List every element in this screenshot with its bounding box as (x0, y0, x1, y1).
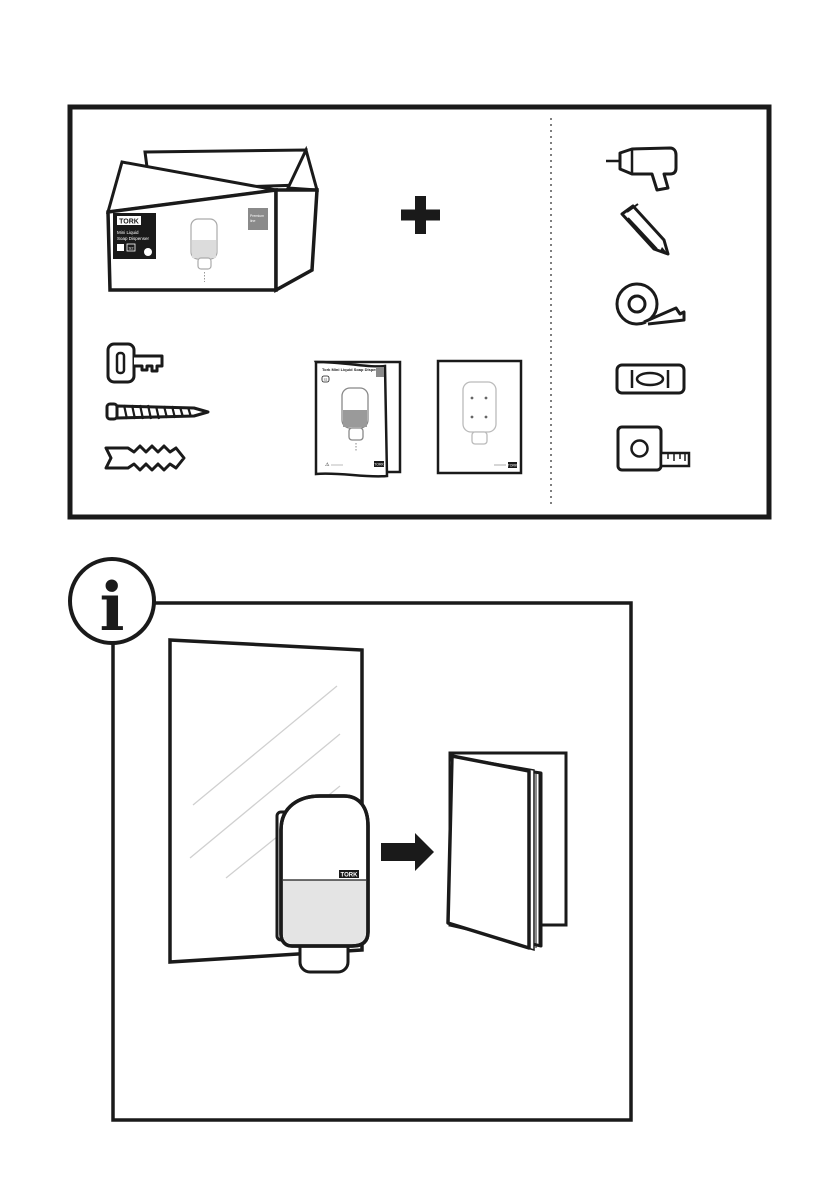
soap-dispenser-illustration: TORK (277, 796, 368, 972)
svg-text:⚠: ⚠ (325, 462, 330, 468)
drill-icon (606, 148, 676, 190)
box-badge-code: S2 (129, 246, 135, 251)
manual-brand: TORK (374, 463, 384, 467)
pencil-icon (622, 204, 668, 254)
screw-icon (107, 404, 208, 419)
product-box-illustration: TORK Mini Liquid Soap Dispenser S2 Premi… (108, 150, 317, 290)
info-symbol: i (99, 568, 124, 646)
template-brand: TORK (508, 464, 518, 468)
manual-booklet-illustration: Tork Mini Liquid Soap Dispenser S2 ⚠ TOR… (316, 362, 400, 476)
plus-icon (401, 196, 440, 234)
box-product-name-1: Mini Liquid (117, 230, 139, 235)
booklet-illustration (448, 753, 566, 950)
manual-code: S2 (324, 378, 328, 382)
tools-panel (606, 148, 689, 470)
info-panel: i TORK (70, 559, 631, 1120)
measuring-tape-icon (618, 427, 689, 470)
tape-icon (617, 284, 684, 324)
box-side-label-2: line (250, 219, 256, 223)
box-side-label-1: Premium (250, 214, 264, 218)
spirit-level-icon (617, 365, 684, 393)
dispenser-brand: TORK (341, 873, 359, 879)
drilling-template-illustration: TORK (438, 361, 521, 473)
info-icon: i (70, 559, 154, 646)
box-product-name-2: Soap Dispenser (117, 236, 150, 241)
wall-plug-icon (106, 446, 184, 470)
manual-title: Tork Mini Liquid Soap Dispenser (322, 367, 384, 372)
key-icon (108, 344, 162, 382)
box-brand-text: TORK (119, 219, 139, 226)
